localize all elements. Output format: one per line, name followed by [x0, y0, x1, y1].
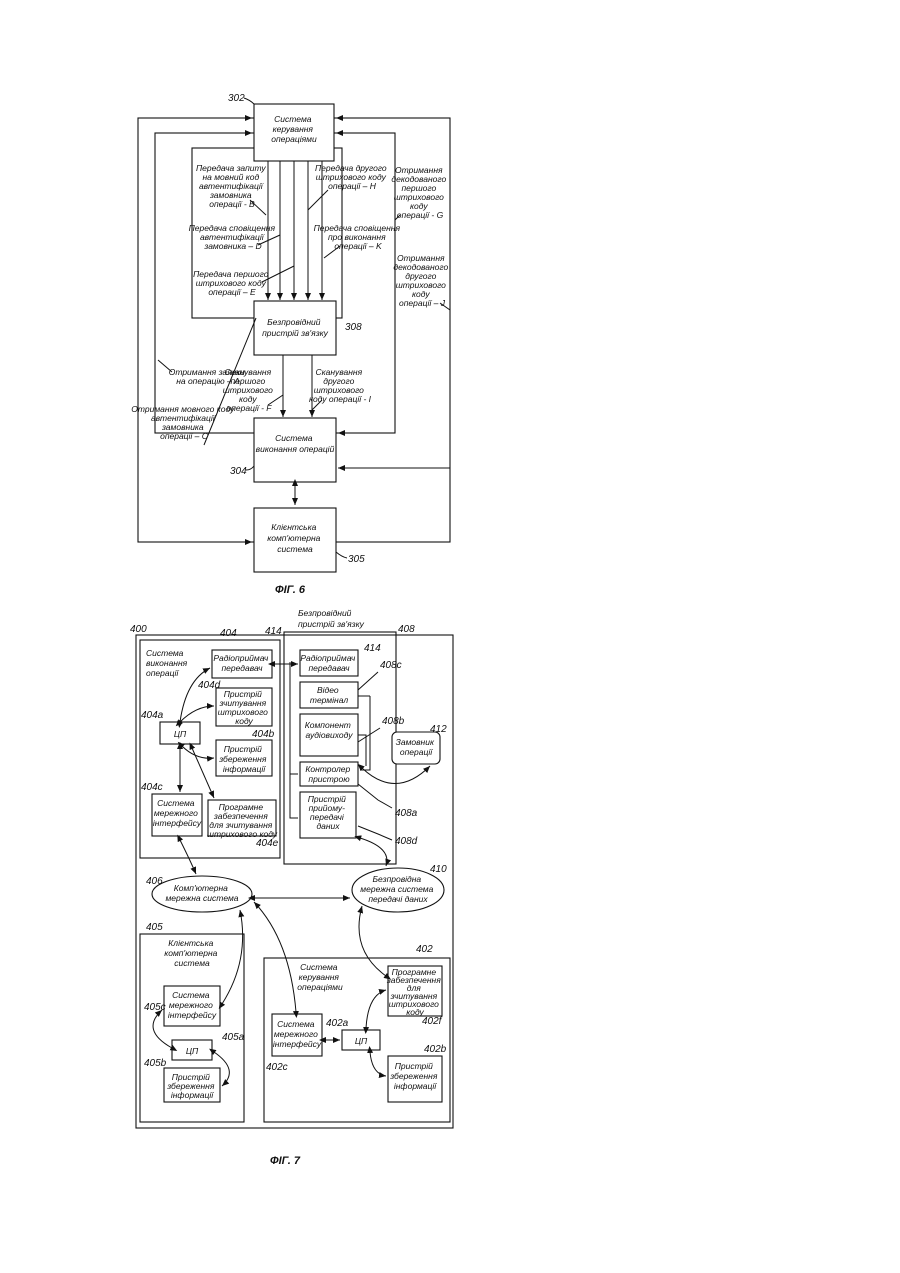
flow-k-label: Передача сповіщення про виконання операц…: [314, 223, 403, 251]
flow-e-label: Передача першого штрихового коду операці…: [193, 269, 271, 297]
control-system-title: Система керування операціями: [297, 962, 343, 992]
client-storage-label: Пристрій збереження інформації: [166, 1072, 217, 1100]
ref-402: 402: [416, 944, 433, 955]
flow-d-label: Передача сповіщення автентифікації замов…: [189, 223, 278, 251]
ref-402a: 402a: [326, 1018, 349, 1029]
fig6-caption: ФІГ. 6: [275, 584, 306, 596]
customer-label: Замовник операції: [396, 737, 437, 757]
control-system-label: Система керування операціями: [271, 114, 317, 144]
flow-f-label: Сканування першого штрихового коду опера…: [223, 367, 276, 413]
exec-cpu-label: ЦП: [174, 729, 187, 739]
ref-414-wireless: 414: [364, 643, 381, 654]
ref-405: 405: [146, 922, 163, 933]
audio-component-label: Компонент аудіовиходу: [305, 720, 354, 740]
control-net-interface-label: Система мережного інтерфейсу: [273, 1019, 322, 1049]
ref-302: 302: [228, 93, 245, 104]
control-cpu-label: ЦП: [355, 1036, 368, 1046]
ref-402c: 402c: [266, 1062, 288, 1073]
ref-408b: 408b: [382, 716, 405, 727]
ref-412: 412: [430, 724, 447, 735]
wireless-device-title: Безпровідний пристрій зв'язку: [298, 608, 365, 629]
flow-j-label: Отримання декодованого другого штриховог…: [393, 253, 450, 308]
exec-radio-label: Радіоприймач передавач: [213, 653, 270, 673]
flow-b-label: Передача запиту на мовний код автентифік…: [196, 163, 268, 209]
ref-304: 304: [230, 466, 247, 477]
ref-404c: 404c: [141, 782, 163, 793]
ref-408a: 408a: [395, 808, 418, 819]
client-cpu-label: ЦП: [186, 1046, 199, 1056]
computer-network-label: Комп'ютерна мережна система: [165, 883, 238, 903]
client-net-interface-label: Система мережного інтерфейсу: [168, 990, 217, 1020]
exec-net-interface-label: Система мережного інтерфейсу: [153, 798, 202, 828]
ref-408d: 408d: [395, 836, 418, 847]
ref-404d: 404d: [198, 680, 221, 691]
ref-305: 305: [348, 554, 365, 565]
ref-408c: 408c: [380, 660, 402, 671]
ref-404a: 404a: [141, 710, 164, 721]
ref-404: 404: [220, 628, 237, 639]
fig7-caption: ФІГ. 7: [270, 1155, 301, 1167]
ref-414-exec: 414: [265, 626, 282, 637]
flow-i-label: Сканування другого штрихового коду опера…: [309, 367, 372, 404]
control-storage-label: Пристрій збереження інформації: [389, 1061, 440, 1091]
ref-405a: 405a: [222, 1032, 245, 1043]
flow-g-label: Отримання декодованого першого штриховог…: [391, 165, 448, 220]
ref-406: 406: [146, 876, 163, 887]
exec-storage-label: Пристрій збереження інформації: [218, 744, 269, 774]
ref-405c: 405c: [144, 1002, 166, 1013]
ref-402b: 402b: [424, 1044, 447, 1055]
ref-400: 400: [130, 624, 147, 635]
controller-label: Контролер пристрою: [305, 764, 352, 784]
wireless-device-label: Безпровідний пристрій зв'язку: [262, 317, 329, 338]
ref-404e: 404e: [256, 838, 279, 849]
ref-410: 410: [430, 864, 447, 875]
ref-402f: 402f: [422, 1016, 443, 1027]
ref-308: 308: [345, 322, 362, 333]
flow-h-label: Передача другого штрихового коду операці…: [315, 163, 389, 191]
flow-c-label: Отримання мовного коду автентифікації за…: [131, 404, 236, 441]
ref-404b: 404b: [252, 729, 275, 740]
exec-system-title: Система виконання операції: [146, 648, 190, 678]
ref-405b: 405b: [144, 1058, 167, 1069]
figure-6: Система керування операціями 302 Безпров…: [131, 93, 450, 596]
wireless-radio-label: Радіоприймач передавач: [300, 653, 357, 673]
ref-408: 408: [398, 624, 415, 635]
figure-7: 400 404 Система виконання операції Радіо…: [130, 608, 453, 1167]
client-system-title: Клієнтська комп'ютерна система: [164, 938, 220, 968]
